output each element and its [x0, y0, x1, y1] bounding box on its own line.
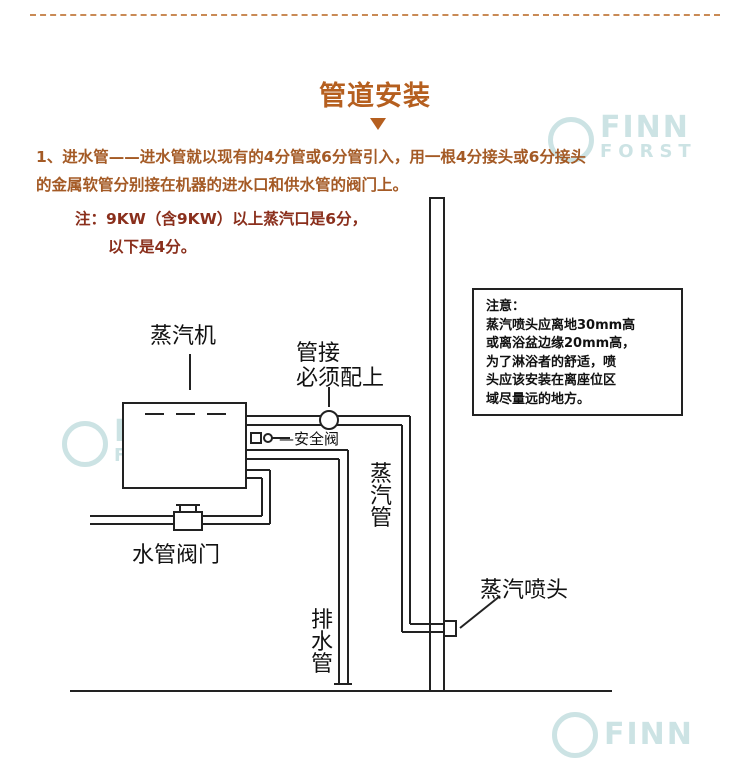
steam-nozzle-label: 蒸汽喷头 — [480, 578, 569, 603]
watermark-circle-icon — [548, 117, 594, 163]
drain-pipe-label: 排 水 管 — [311, 610, 333, 676]
watermark-word: FORST — [600, 141, 697, 162]
note-text: 注：9KW（含9KW）以上蒸汽口是6分， 以下是4分。 — [75, 205, 435, 261]
steam-machine-box — [122, 402, 247, 489]
drain-pipe-char: 排 — [311, 608, 334, 633]
watermark-word: FINN — [600, 110, 690, 145]
pipe-fitting-label-line2: 必须配上 — [296, 366, 385, 391]
safety-valve — [250, 432, 262, 444]
notice-box: 注意： 蒸汽喷头应离地30mm高 或离浴盆边缘20mm高， 为了淋浴者的舒适，喷… — [472, 288, 683, 416]
watermark-logo: FINN FORST — [548, 110, 697, 164]
notice-line: 为了淋浴者的舒适，喷 — [486, 354, 617, 370]
water-valve — [173, 511, 203, 531]
notice-line: 蒸汽喷头应离地30mm高 — [486, 317, 636, 333]
wall-post — [429, 197, 445, 692]
water-valve-label: 水管阀门 — [132, 543, 221, 568]
notice-line: 域尽量远的地方。 — [486, 391, 591, 407]
down-triangle-icon — [370, 118, 386, 130]
intro-paragraph: 1、进水管——进水管就以现有的4分管或6分管引入，用一根4分接头或6分接头 的金… — [36, 143, 736, 199]
note-line: 注：9KW（含9KW）以上蒸汽口是6分， — [75, 210, 368, 228]
drain-pipe-char: 管 — [311, 652, 334, 677]
pipe-fitting-label-line1: 管接 — [296, 341, 341, 366]
watermark-circle-icon — [62, 421, 108, 467]
safety-valve-text: 安全阀 — [294, 430, 340, 448]
notice-line: 头应该安装在离座位区 — [486, 373, 617, 388]
pipe-fitting-valve — [319, 410, 339, 430]
drain-pipe-char: 水 — [311, 630, 334, 655]
intro-line: 的金属软管分别接在机器的进水口和供水管的阀门上。 — [36, 176, 409, 194]
nozzle-pointer — [459, 595, 501, 629]
notice-line: 或离浴盆边缘20mm高， — [486, 336, 636, 351]
intro-line: 1、进水管——进水管就以现有的4分管或6分管引入，用一根4分接头或6分接头 — [36, 148, 586, 166]
steam-pipe-label: 蒸 汽 管 — [370, 464, 392, 530]
installation-diagram — [70, 197, 612, 692]
top-dashed-divider — [30, 14, 720, 16]
steam-pipe-char: 管 — [370, 506, 393, 531]
notice-heading: 注意： — [486, 299, 526, 314]
steam-machine-label: 蒸汽机 — [150, 324, 217, 349]
steam-nozzle — [443, 620, 457, 637]
safety-valve-label: —安全阀 — [279, 430, 340, 448]
page-title: 管道安装 — [319, 81, 431, 112]
steam-pipe-char: 汽 — [370, 484, 393, 509]
note-line: 以下是4分。 — [108, 238, 197, 256]
steam-pipe-char: 蒸 — [370, 462, 393, 487]
